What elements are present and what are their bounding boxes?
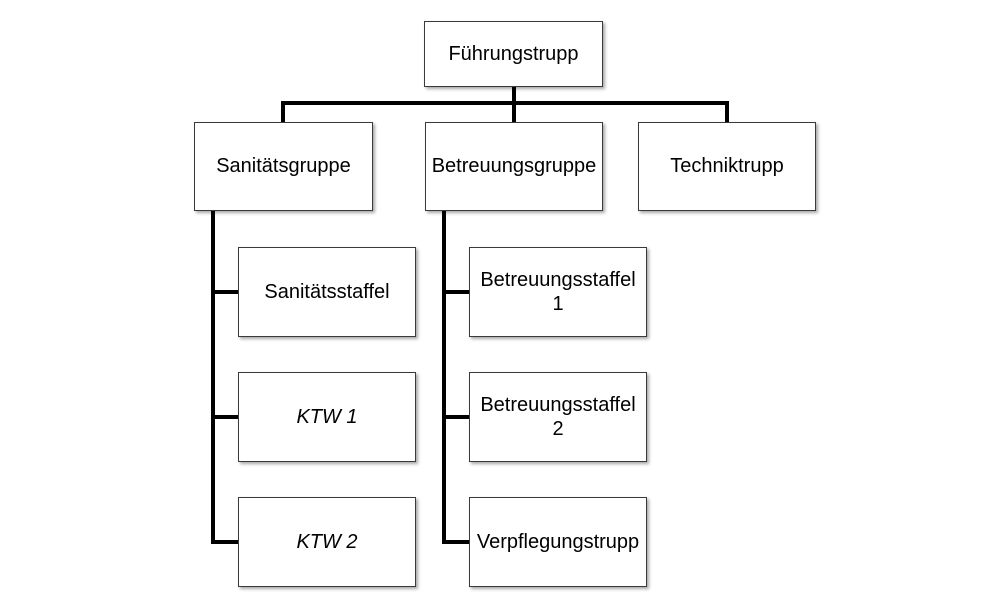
node-sanitaetsstaffel: Sanitätsstaffel bbox=[238, 247, 416, 337]
node-betreuungsgruppe: Betreuungsgruppe bbox=[425, 122, 603, 211]
node-ktw-2: KTW 2 bbox=[238, 497, 416, 587]
branch-sanitaetsstaffel bbox=[211, 290, 239, 294]
branch-ktw2 bbox=[211, 540, 239, 544]
spine-betreuungsgruppe bbox=[442, 210, 446, 543]
node-fuehrungstrupp: Führungstrupp bbox=[424, 21, 603, 87]
spine-sanitaetsgruppe bbox=[211, 210, 215, 543]
branch-ktw1 bbox=[211, 415, 239, 419]
node-sanitaetsgruppe: Sanitätsgruppe bbox=[194, 122, 373, 211]
node-ktw-1: KTW 1 bbox=[238, 372, 416, 462]
root-connector bbox=[512, 86, 516, 103]
node-betreuungsstaffel-1: Betreuungsstaffel 1 bbox=[469, 247, 647, 337]
branch-betreuungsstaffel1 bbox=[442, 290, 470, 294]
top-horizontal-connector bbox=[281, 101, 729, 105]
branch-verpflegungstrupp bbox=[442, 540, 470, 544]
connector-sanitaetsgruppe bbox=[281, 101, 285, 123]
connector-techniktrupp bbox=[725, 101, 729, 123]
node-techniktrupp: Techniktrupp bbox=[638, 122, 816, 211]
node-betreuungsstaffel-2: Betreuungsstaffel 2 bbox=[469, 372, 647, 462]
node-verpflegungstrupp: Verpflegungstrupp bbox=[469, 497, 647, 587]
branch-betreuungsstaffel2 bbox=[442, 415, 470, 419]
connector-betreuungsgruppe bbox=[512, 101, 516, 123]
